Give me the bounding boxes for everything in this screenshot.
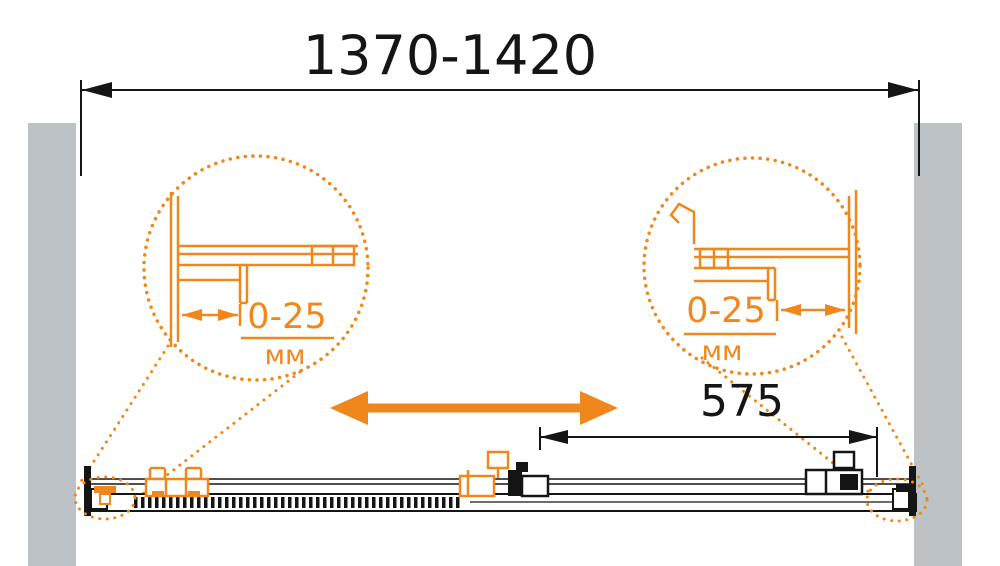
right-roller-carriage bbox=[804, 450, 864, 496]
left-detail-range-label: 0-25 bbox=[247, 297, 326, 337]
right-adjust-arrow-head-left bbox=[781, 304, 801, 316]
overall-dimension: 1370-1420 bbox=[80, 24, 920, 176]
right-callout-leader-a bbox=[700, 356, 871, 494]
left-adjust-arrow-head-right bbox=[218, 309, 238, 321]
left-detail-callout: 0-25 мм bbox=[78, 154, 370, 505]
left-wall bbox=[28, 123, 76, 566]
right-detail-drawing bbox=[669, 190, 858, 334]
left-detail-unit-label: мм bbox=[265, 340, 306, 371]
panel-width-label: 575 bbox=[700, 376, 784, 427]
slide-direction-arrow bbox=[330, 391, 618, 425]
right-detail-range-label: 0-25 bbox=[686, 291, 765, 331]
left-detail-circle bbox=[142, 154, 370, 382]
left-adjust-arrow-head-left bbox=[182, 309, 202, 321]
right-detail-callout: 0-25 мм bbox=[642, 156, 927, 494]
dimension-arrow-right bbox=[888, 82, 918, 98]
left-roller-carriage bbox=[144, 466, 210, 498]
door-track-assembly bbox=[73, 450, 929, 523]
right-detail-source-ellipse bbox=[865, 477, 929, 523]
panel-arrow-right bbox=[849, 430, 877, 444]
left-wall-bracket bbox=[84, 466, 116, 516]
overall-width-label: 1370-1420 bbox=[303, 24, 597, 87]
panel-dimension: 575 bbox=[539, 376, 878, 477]
left-callout-leader-b bbox=[129, 370, 302, 505]
right-detail-circle bbox=[642, 156, 862, 376]
right-wall bbox=[914, 123, 962, 566]
right-wall-bracket bbox=[892, 466, 916, 516]
panel-arrow-left bbox=[540, 430, 568, 444]
dimension-arrow-left bbox=[82, 82, 112, 98]
left-callout-leader-a bbox=[78, 344, 170, 485]
slide-arrow-head-right bbox=[580, 391, 618, 425]
center-roller-group bbox=[458, 450, 550, 498]
right-detail-unit-label: мм bbox=[702, 336, 743, 367]
left-detail-source-ellipse bbox=[73, 475, 137, 521]
right-callout-leader-b bbox=[840, 335, 927, 491]
left-detail-drawing bbox=[169, 192, 358, 347]
slide-arrow-head-left bbox=[330, 391, 368, 425]
right-adjust-arrow-head-right bbox=[825, 304, 845, 316]
